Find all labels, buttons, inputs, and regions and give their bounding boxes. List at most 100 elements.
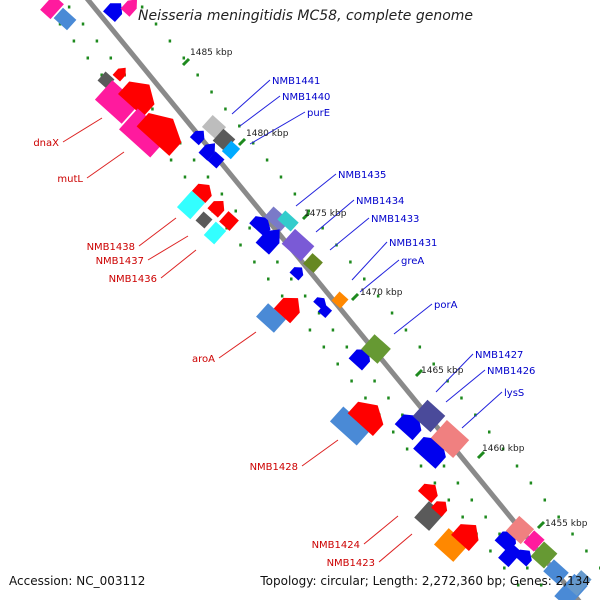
forward-gene-label[interactable]: greA (401, 256, 424, 267)
scale-label: 1460 kbp (482, 444, 525, 454)
scale-label: 1480 kbp (246, 129, 289, 139)
tick-dot (67, 5, 71, 9)
tick-dot (401, 413, 404, 417)
reverse-gene-label[interactable]: NMB1424 (312, 540, 360, 551)
tick-dot (461, 515, 464, 519)
accession-label: Accession: NC_003112 (9, 574, 146, 588)
gene-arrow (249, 216, 271, 237)
tick-dot (387, 396, 390, 400)
outer-dot-ring (140, 5, 600, 570)
forward-gene-label[interactable]: NMB1433 (371, 214, 419, 225)
reverse-gene-label[interactable]: NMB1438 (87, 242, 135, 253)
tick-dot (86, 56, 90, 60)
gene-block (498, 542, 522, 568)
tick-dot (151, 107, 154, 111)
reverse-gene-label[interactable]: NMB1423 (327, 558, 375, 569)
tick-dot (418, 345, 422, 349)
tick-dot (571, 532, 574, 536)
tick-dot (279, 175, 283, 179)
gene-arrow (451, 524, 479, 551)
tick-dot (405, 447, 409, 451)
forward-gene-label[interactable]: NMB1427 (475, 350, 523, 361)
gene-layer (40, 0, 592, 600)
tick-dot (280, 294, 284, 298)
gene-arrow (273, 297, 300, 324)
reverse-leader-line (363, 515, 399, 545)
forward-gene-label[interactable]: lysS (504, 388, 524, 399)
tick-dot (404, 328, 408, 332)
gene-block (203, 221, 227, 245)
tick-dot (390, 311, 394, 315)
tick-dot (321, 226, 324, 230)
scale-label: 1455 kbp (545, 519, 588, 529)
gene-block (40, 0, 64, 20)
reverse-leader-line (301, 439, 339, 467)
forward-gene-label[interactable]: purE (307, 108, 330, 119)
tick-dot (248, 226, 251, 230)
major-tick (414, 368, 424, 378)
gene-block (94, 80, 140, 124)
reverse-gene-label[interactable]: NMB1437 (96, 256, 144, 267)
leader-layer (62, 79, 503, 563)
tick-dot (206, 175, 210, 179)
gene-block (317, 303, 333, 319)
gene-block (523, 530, 545, 552)
tick-dot (234, 209, 237, 213)
reverse-gene-label[interactable]: mutL (57, 174, 83, 185)
tick-dot (183, 175, 187, 179)
forward-gene-label[interactable]: NMB1426 (487, 366, 535, 377)
tick-dot (557, 515, 560, 519)
tick-dot (363, 277, 366, 281)
major-tick (536, 520, 546, 530)
reverse-leader-line (147, 235, 189, 261)
tick-dot (345, 345, 349, 349)
forward-gene-label[interactable]: NMB1441 (272, 76, 320, 87)
gene-block (207, 151, 225, 169)
scale-label: 1470 kbp (360, 288, 403, 298)
forward-gene-label[interactable]: NMB1435 (338, 170, 386, 181)
tick-dot (349, 260, 352, 264)
tick-dot (168, 39, 172, 43)
reverse-gene-label[interactable]: NMB1436 (109, 274, 157, 285)
forward-gene-label[interactable]: porA (434, 300, 458, 311)
reverse-gene-label[interactable]: NMB1428 (250, 462, 298, 473)
gene-arrow (103, 3, 123, 23)
forward-gene-label[interactable]: NMB1440 (282, 92, 330, 103)
gene-block (543, 559, 569, 585)
gene-block (430, 420, 470, 458)
reverse-leader-line (378, 533, 413, 563)
tick-dot (154, 22, 158, 26)
gene-arrow (431, 501, 448, 517)
gene-block (412, 399, 446, 433)
tick-dot (265, 158, 269, 162)
reverse-leader-line (62, 117, 103, 143)
gene-block (433, 528, 469, 562)
tick-dot (95, 39, 99, 43)
gene-block (566, 570, 592, 596)
gene-block (221, 140, 241, 160)
tick-dot (501, 447, 505, 451)
tick-dot (293, 192, 297, 196)
tick-dot (543, 498, 547, 502)
forward-leader-line (239, 95, 281, 127)
forward-leader-line (329, 217, 370, 251)
gene-arrow (347, 401, 384, 437)
reverse-gene-label[interactable]: aroA (192, 354, 215, 365)
tick-dot (516, 583, 520, 587)
reverse-gene-label[interactable]: dnaX (33, 138, 59, 149)
gene-block (505, 515, 535, 545)
tick-dot (442, 464, 446, 468)
tick-dot (307, 209, 310, 213)
tick-dot (192, 158, 196, 162)
reverse-leader-line (160, 249, 197, 279)
forward-gene-label[interactable]: NMB1431 (389, 238, 437, 249)
gene-block (195, 211, 213, 229)
scale-label: 1475 kbp (304, 209, 347, 219)
tick-dot (585, 549, 588, 553)
major-tick (181, 57, 191, 67)
tick-dot (515, 464, 519, 468)
tick-dot (238, 124, 241, 128)
forward-gene-label[interactable]: NMB1434 (356, 196, 404, 207)
forward-leader-line (351, 241, 388, 281)
